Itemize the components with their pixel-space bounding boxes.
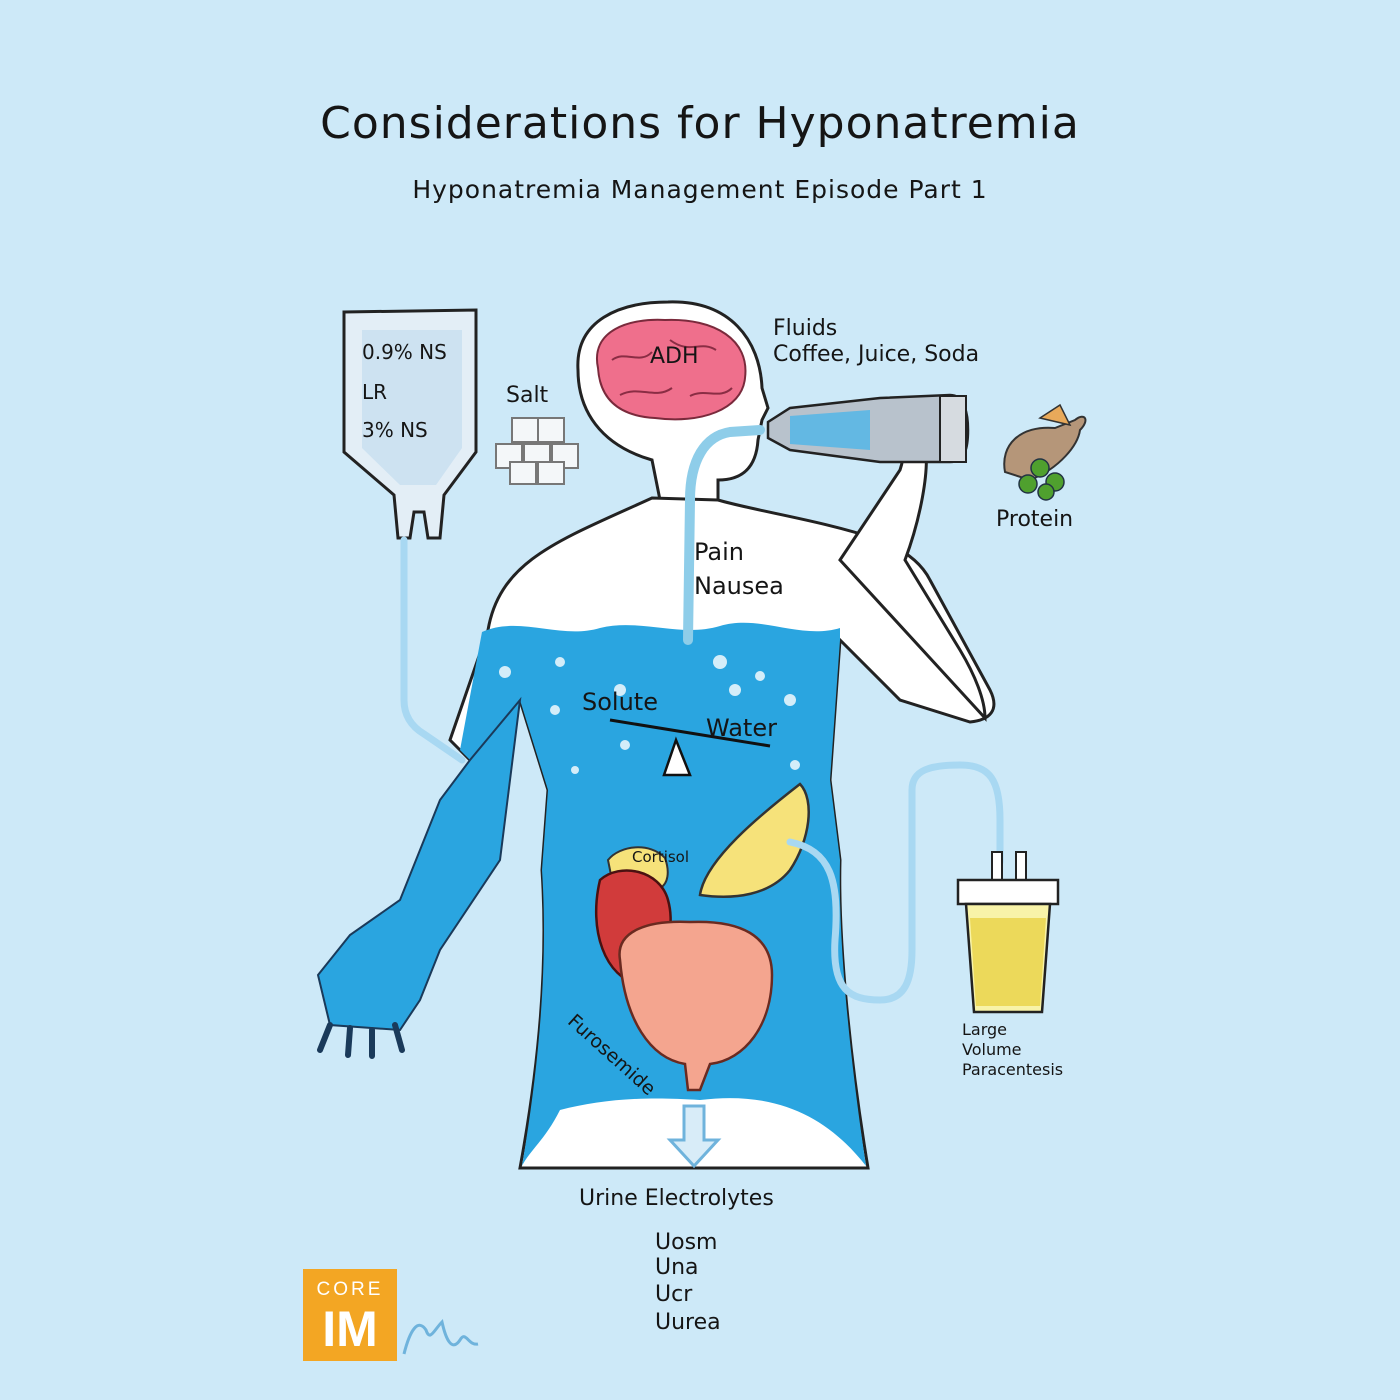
pain-label: Pain bbox=[694, 538, 744, 566]
urine-item-uosm: Uosm bbox=[655, 1230, 718, 1255]
page-subtitle: Hyponatremia Management Episode Part 1 bbox=[412, 175, 988, 204]
salt-label: Salt bbox=[506, 383, 549, 408]
protein-icon bbox=[1003, 403, 1087, 501]
water-label: Water bbox=[706, 714, 777, 742]
nausea-label: Nausea bbox=[694, 572, 784, 600]
collection-container-icon bbox=[956, 851, 1060, 1014]
bottle-icon bbox=[766, 393, 970, 464]
fluids-title: Fluids bbox=[773, 316, 838, 341]
page-title: Considerations for Hyponatremia bbox=[320, 98, 1080, 149]
solute-water-scale bbox=[609, 718, 771, 777]
logo-core-text: CORE bbox=[316, 1279, 384, 1300]
protein-label: Protein bbox=[996, 507, 1074, 532]
iv-fluid-lr: LR bbox=[362, 380, 388, 404]
paracentesis-tube bbox=[786, 761, 1004, 1004]
signature-mark bbox=[402, 1319, 479, 1355]
adh-label: ADH bbox=[650, 344, 699, 369]
fluids-list: Coffee, Juice, Soda bbox=[773, 342, 980, 367]
urine-arrow-icon bbox=[666, 1104, 722, 1169]
urine-item-uurea: Uurea bbox=[655, 1310, 721, 1335]
iv-tube bbox=[400, 536, 466, 764]
liver-icon bbox=[698, 782, 810, 898]
iv-bag bbox=[342, 308, 478, 540]
solute-label: Solute bbox=[582, 688, 658, 716]
bladder-icon bbox=[618, 920, 774, 1092]
core-im-logo: CORE IM bbox=[303, 1269, 397, 1361]
paracentesis-line-3: Paracentesis bbox=[962, 1060, 1064, 1079]
esophagus-tube bbox=[683, 425, 765, 645]
iv-fluid-ns: 0.9% NS bbox=[362, 340, 447, 364]
urine-item-ucr: Ucr bbox=[655, 1282, 693, 1307]
urine-electrolytes-title: Urine Electrolytes bbox=[579, 1186, 774, 1211]
brain-icon bbox=[595, 318, 747, 421]
paracentesis-line-1: Large bbox=[962, 1020, 1008, 1039]
cortisol-label: Cortisol bbox=[632, 848, 690, 866]
logo-im-text: IM bbox=[322, 1301, 378, 1357]
salt-cubes-icon bbox=[495, 417, 579, 485]
urine-item-una: Una bbox=[655, 1255, 699, 1280]
paracentesis-line-2: Volume bbox=[962, 1040, 1022, 1059]
iv-fluid-3ns: 3% NS bbox=[362, 418, 428, 442]
